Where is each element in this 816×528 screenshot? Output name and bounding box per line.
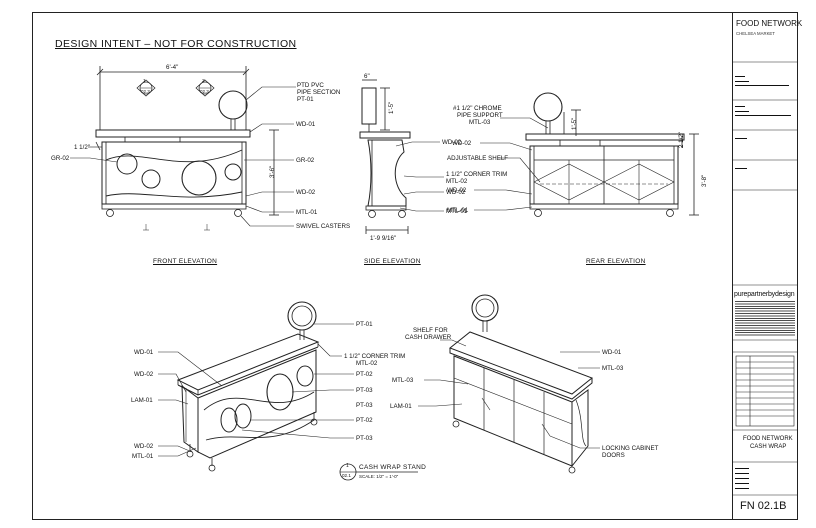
section-marker-2-sheet: 02.3 xyxy=(200,89,209,94)
detail-number: 1 xyxy=(346,463,349,469)
section-marker-1-sheet: 02.3 xyxy=(141,89,150,94)
label-adjustable-shelf: ADJUSTABLE SHELF xyxy=(447,155,509,162)
label-rear-wd02: WD-02 xyxy=(452,140,472,147)
label-iso-mtl02: MTL-02 xyxy=(356,360,378,367)
label-rear-wd02-lower: WD-02 xyxy=(447,187,467,194)
label-side-wd02-lower: WD-02 xyxy=(446,189,466,196)
title-block-redacted-3 xyxy=(735,85,789,87)
title-block-firm: purepartnerbydesign xyxy=(734,291,795,298)
rear-top-dimension: 2 1/2" xyxy=(678,132,685,148)
label-side-corner-trim: 1 1/2" CORNER TRIM xyxy=(446,171,508,178)
title-block xyxy=(732,12,798,520)
caption-side-elevation: SIDE ELEVATION xyxy=(364,258,421,265)
label-shelf-for: SHELF FOR xyxy=(413,327,448,334)
title-block-redacted-8 xyxy=(735,168,747,170)
label-iso-rear-mtl03-right: MTL-03 xyxy=(602,365,624,372)
title-block-redacted-6 xyxy=(735,115,791,117)
caption-front-elevation: FRONT ELEVATION xyxy=(153,258,218,265)
title-block-redacted-4 xyxy=(735,106,745,108)
label-ptd-pvc-1: PTD PVC xyxy=(297,82,324,89)
side-bottom-dimension: 1'-9 9/16" xyxy=(370,235,397,242)
title-block-fine-print xyxy=(735,301,795,337)
label-iso-pt03a: PT-03 xyxy=(356,387,373,394)
rear-elevation-drawing xyxy=(474,92,699,217)
label-front-gr02-left: GR-02 xyxy=(51,155,70,162)
detail-scale: SCALE: 1/2" = 1'-0" xyxy=(359,474,399,479)
side-post-dimension: 1'-5" xyxy=(388,101,395,114)
section-marker-1-number: 1 xyxy=(143,79,146,84)
label-chrome-1: #1 1/2" CHROME xyxy=(453,105,502,112)
drawing-sheet-border xyxy=(32,12,798,520)
label-iso-rear-mtl03-left: MTL-03 xyxy=(392,377,414,384)
label-iso-rear-wd01: WD-01 xyxy=(602,349,622,356)
title-block-info-3 xyxy=(735,478,749,479)
front-small-dimension: 1 1/2" xyxy=(74,144,90,151)
rear-post-dimension: 1'-5" xyxy=(571,117,578,130)
label-iso-pt03c: PT-03 xyxy=(356,435,373,442)
label-side-mtl01: MTL-01 xyxy=(446,208,468,215)
title-block-info-4 xyxy=(735,483,749,484)
detail-title-symbol xyxy=(339,463,418,481)
label-ptd-pvc-2: PIPE SECTION xyxy=(297,89,341,96)
label-chrome-2: PIPE SUPPORT xyxy=(457,112,503,119)
title-block-client: FOOD NETWORK xyxy=(736,19,803,28)
side-elevation-drawing xyxy=(359,79,444,234)
iso-front-drawing xyxy=(158,301,354,472)
label-front-wd02: WD-02 xyxy=(296,189,316,196)
section-marker-1 xyxy=(136,79,156,97)
label-iso-pt02a: PT-02 xyxy=(356,371,373,378)
section-marker-2 xyxy=(195,79,215,97)
label-iso-pt01: PT-01 xyxy=(356,321,373,328)
label-rear-mtl01: MTL-01 xyxy=(447,207,469,214)
label-iso-wd01: WD-01 xyxy=(134,349,154,356)
title-block-lines xyxy=(732,61,798,496)
title-block-info-2 xyxy=(735,473,749,474)
sheet-header: DESIGN INTENT – NOT FOR CONSTRUCTION xyxy=(55,38,297,50)
label-chrome-3: MTL-03 xyxy=(469,119,491,126)
title-block-info-5 xyxy=(735,488,749,489)
label-iso-pt03b: PT-03 xyxy=(356,402,373,409)
detail-sheet: 02.1 xyxy=(342,473,351,478)
section-marker-2-number: 2 xyxy=(202,79,205,84)
title-block-redacted-2 xyxy=(735,81,749,83)
front-elevation-drawing xyxy=(70,66,296,231)
front-width-dimension: 6'-4" xyxy=(166,64,179,71)
front-height-dimension: 3'-6" xyxy=(269,165,276,178)
label-iso-wd02-lower: WD-02 xyxy=(134,443,154,450)
title-block-info-1 xyxy=(735,468,749,469)
label-side-wd02: WD-02 xyxy=(442,139,462,146)
label-iso-rear-lam01: LAM-01 xyxy=(390,403,412,410)
detail-title: CASH WRAP STAND xyxy=(359,464,427,471)
label-iso-mtl01: MTL-01 xyxy=(132,453,154,460)
label-iso-corner-trim: 1 1/2" CORNER TRIM xyxy=(344,353,406,360)
label-swivel-casters: SWIVEL CASTERS xyxy=(296,223,351,230)
side-top-dimension: 6" xyxy=(364,73,370,80)
label-cash-drawer: CASH DRAWER xyxy=(405,334,452,341)
label-ptd-pvc-3: PT-01 xyxy=(297,96,314,103)
label-front-mtl01: MTL-01 xyxy=(296,209,318,216)
caption-rear-elevation: REAR ELEVATION xyxy=(586,258,646,265)
label-side-mtl02: MTL-02 xyxy=(446,178,468,185)
label-iso-lam01: LAM-01 xyxy=(131,397,153,404)
label-front-wd01: WD-01 xyxy=(296,121,316,128)
label-front-gr02-right: GR-02 xyxy=(296,157,315,164)
title-block-redacted-7 xyxy=(735,138,747,140)
title-block-redacted-5 xyxy=(735,111,749,113)
title-block-redacted-1 xyxy=(735,76,745,78)
title-block-drawing-line2: CASH WRAP xyxy=(750,444,787,450)
title-block-sheet-number: FN 02.1B xyxy=(740,500,787,512)
label-iso-wd02: WD-02 xyxy=(134,371,154,378)
label-doors: DOORS xyxy=(602,452,625,459)
title-block-drawing-line1: FOOD NETWORK xyxy=(743,436,793,442)
title-block-location: CHELSEA MARKET xyxy=(736,31,775,36)
label-iso-pt02b: PT-02 xyxy=(356,417,373,424)
rear-height-dimension: 3'-8" xyxy=(701,174,708,187)
label-locking-cabinet: LOCKING CABINET xyxy=(602,445,659,452)
iso-rear-drawing xyxy=(418,294,600,474)
